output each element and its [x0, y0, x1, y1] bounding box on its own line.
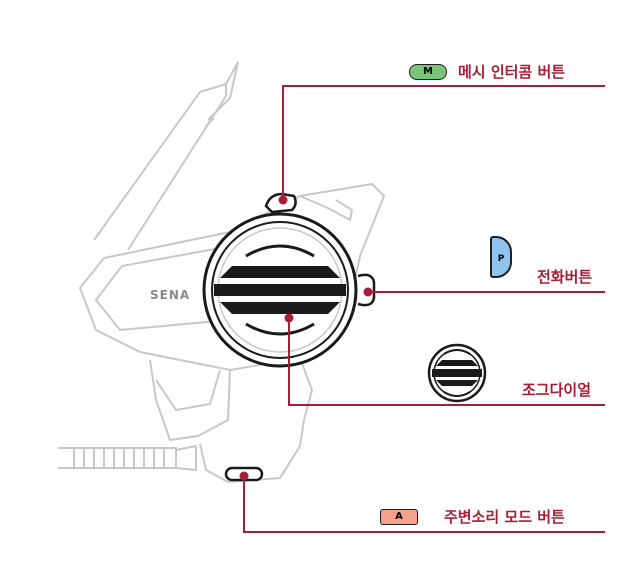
label-mesh-intercom: 메시 인터콤 버튼: [458, 63, 566, 81]
phone-badge-icon: P: [490, 236, 512, 278]
boom-arm: [93, 61, 239, 251]
leader-line-ambient: [243, 476, 605, 533]
label-phone: 전화버튼: [537, 268, 593, 286]
mesh-badge-icon: M: [409, 64, 447, 80]
brand-logo: SENA: [150, 288, 190, 302]
jog-dial-icon: [427, 343, 487, 403]
leader-line-jog: [288, 318, 605, 406]
leader-line-mesh: [282, 85, 605, 200]
cable: [58, 444, 197, 472]
leader-lines: [243, 85, 605, 533]
leader-dots: [239, 195, 373, 481]
label-jog-dial: 조그다이얼: [522, 381, 592, 399]
jog-dial: [202, 212, 358, 368]
ambient-badge-icon: A: [380, 509, 418, 525]
label-ambient-mode: 주변소리 모드 버튼: [444, 508, 565, 526]
